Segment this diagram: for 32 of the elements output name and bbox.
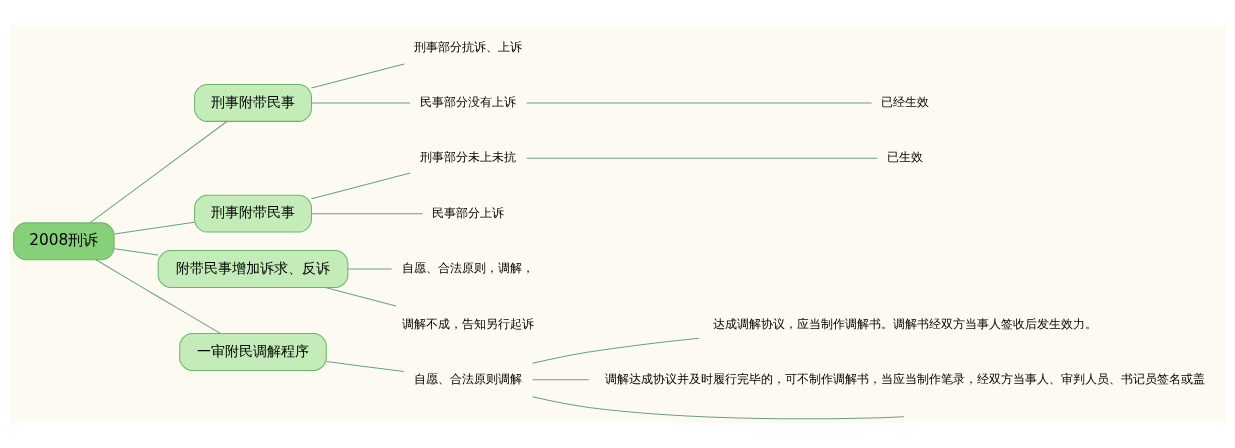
connector [89, 121, 228, 224]
node-text: 刑事部分未上未抗 [420, 150, 517, 165]
node-text: 调解达成协议并及时履行完毕的，可不制作调解书，当应当制作笔录，经双方当事人、审判人员、书记员签名或盖 [605, 371, 1206, 386]
node-text: 达成调解协议，应当制作调解书。调解书经双方当事人签收后发生效力。 [713, 316, 1098, 331]
node-text: 刑事部分抗诉、上诉 [414, 39, 523, 54]
connector [526, 102, 873, 104]
connector [526, 157, 878, 159]
connector [310, 213, 424, 215]
node-box: 刑事附带民事 [194, 83, 312, 122]
connector [310, 172, 411, 200]
connector [114, 221, 195, 235]
connector [532, 337, 700, 364]
connector [532, 379, 590, 381]
node-box: 刑事附带民事 [194, 194, 312, 233]
node-text: 民事部分没有上诉 [420, 95, 517, 110]
connector [347, 268, 393, 270]
connector [310, 102, 411, 104]
node-text: 调解不成，告知另行起诉 [402, 316, 535, 331]
connector [114, 248, 159, 256]
connector [95, 259, 221, 334]
connector [324, 287, 397, 307]
node-box: 2008刑诉 [13, 222, 115, 261]
node-text: 自愿、合法原则调解 [414, 371, 523, 386]
node-text: 已经生效 [881, 95, 930, 110]
node-text: 民事部分上诉 [432, 205, 505, 220]
node-text: 自愿、合法原则，调解， [402, 261, 535, 276]
connector [531, 396, 905, 420]
node-text: 已生效 [887, 150, 924, 165]
node-box: 附带民事增加诉求、反诉 [157, 250, 349, 288]
connector [326, 360, 405, 373]
connector [310, 63, 405, 89]
node-box: 一审附民调解程序 [179, 333, 327, 372]
